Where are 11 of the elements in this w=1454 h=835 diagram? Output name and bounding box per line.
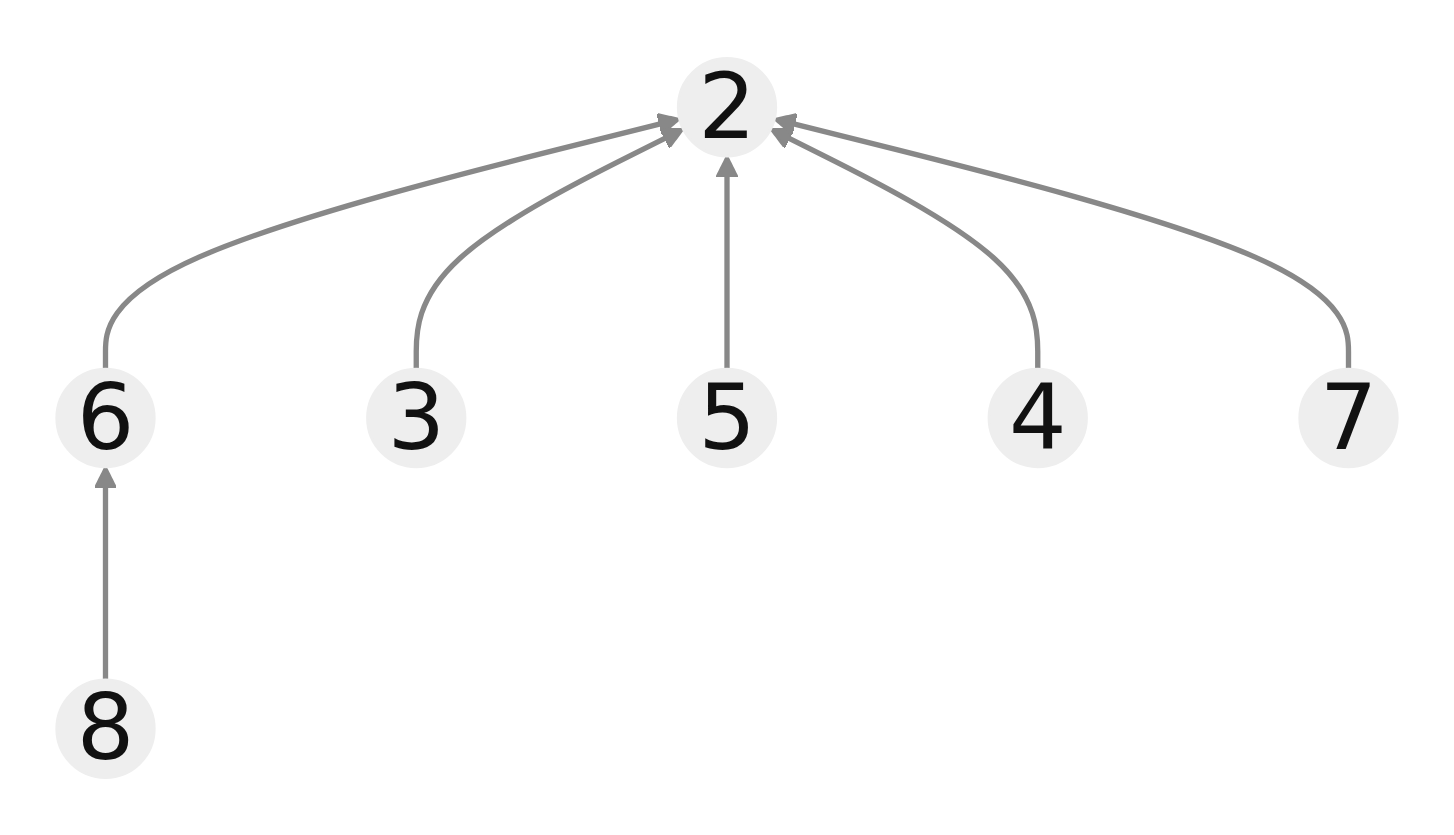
arrow [413,127,685,369]
node-circle: 7 [1298,367,1399,468]
node-circle: 8 [55,678,156,779]
node-circle: 3 [366,367,467,468]
arrow [769,127,1041,369]
arrow [102,112,681,369]
node-circle: 6 [55,367,156,468]
arrow [773,112,1352,369]
node-circle: 5 [676,367,778,468]
node-circle: 4 [987,367,1088,468]
node-circle: 2 [676,56,778,157]
